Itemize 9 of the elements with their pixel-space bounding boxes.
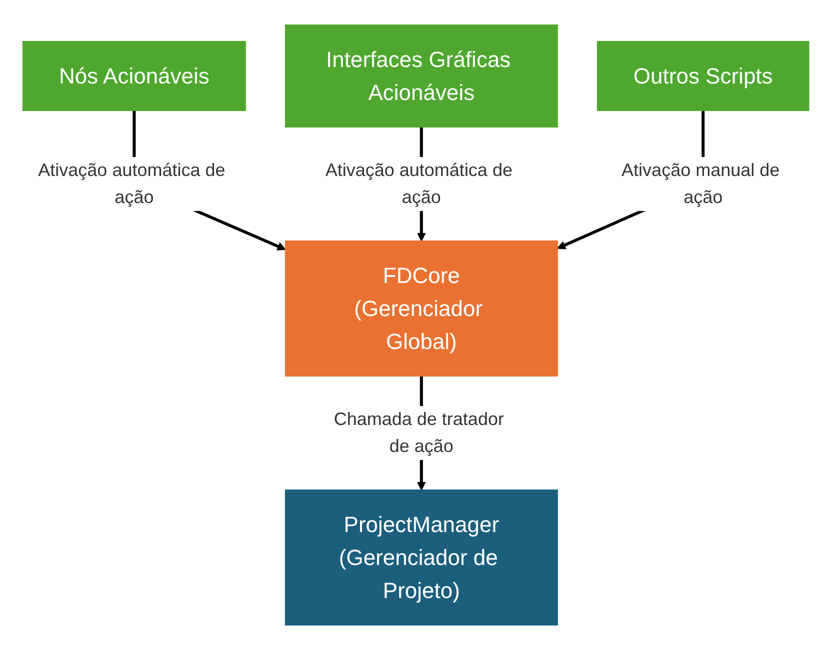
node-box: Nós Acionáveis: [22, 41, 246, 111]
node-box: Interfaces Gráficas Acionáveis: [285, 24, 558, 128]
edge-label: Ativação automática de ação: [325, 160, 513, 207]
edge-label: Ativação manual de ação: [622, 160, 780, 207]
edge-label: Ativação automática de ação: [38, 160, 226, 207]
edge-label: Chamada de tratador de ação: [334, 409, 504, 456]
node-box: Outros Scripts: [597, 41, 810, 111]
node-box: FDCore (Gerenciador Global): [285, 240, 558, 376]
node-box: ProjectManager (Gerenciador de Projeto): [285, 490, 558, 626]
